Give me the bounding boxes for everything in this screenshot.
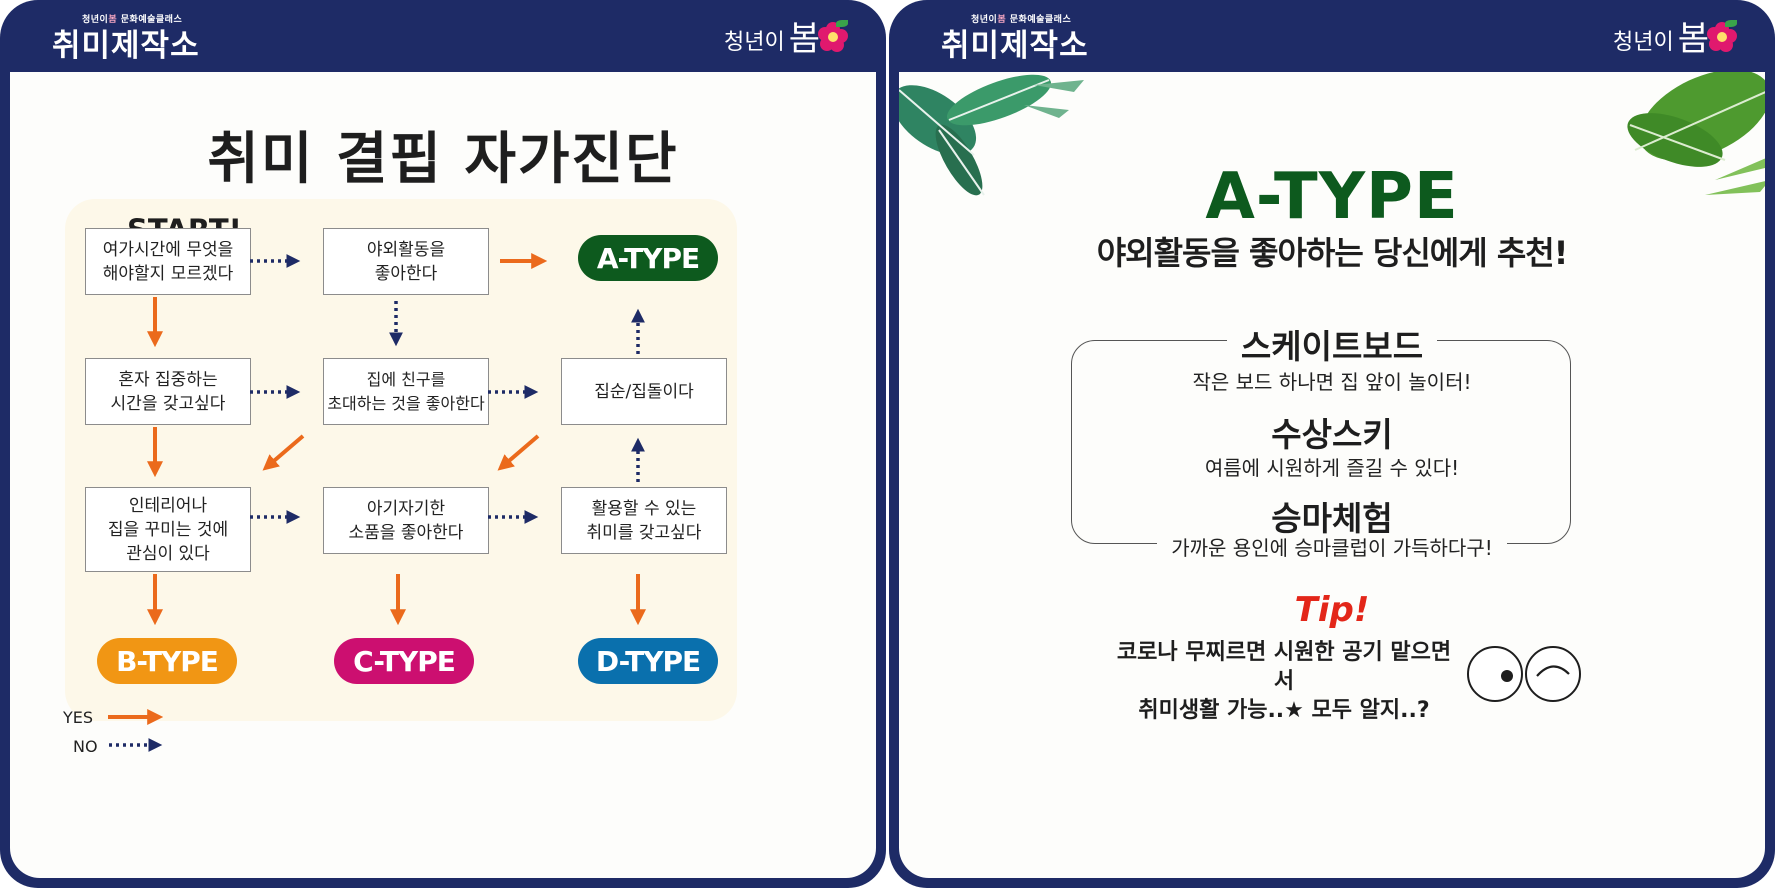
legend-yes-label: YES bbox=[63, 708, 94, 727]
a-type-badge: A-TYPE bbox=[578, 235, 718, 281]
flower-icon bbox=[818, 20, 848, 52]
question-outdoor: 야외활동을 좋아한다 bbox=[323, 228, 489, 295]
question-useful-hobby: 활용할 수 있는 취미를 갖고싶다 bbox=[561, 487, 727, 554]
question-homebody: 집순/집돌이다 bbox=[561, 358, 727, 425]
result-subtitle: 야외활동을 좋아하는 당신에게 추천! bbox=[1096, 234, 1569, 272]
flower-icon bbox=[1707, 20, 1737, 52]
yes-arrow bbox=[497, 434, 540, 471]
tropical-leaf-right-icon bbox=[1627, 72, 1765, 195]
b-type-badge: B-TYPE bbox=[97, 638, 237, 684]
brand-title: 취미제작소 bbox=[52, 28, 200, 64]
left-panel: 청년이봄 문화예술클래스 취미제작소 청년이 봄 취미 결핍 자가진단 STAR… bbox=[0, 0, 886, 888]
result-type-title: A-TYPE bbox=[1205, 160, 1459, 234]
c-type-badge: C-TYPE bbox=[334, 638, 474, 684]
legend-no-label: NO bbox=[73, 737, 98, 756]
tip-text: 코로나 무찌르면 시원한 공기 맡으면서 취미생활 가능..★ 모두 알지..? bbox=[1116, 640, 1452, 723]
tip-label: Tip! bbox=[1294, 590, 1370, 630]
d-type-badge: D-TYPE bbox=[578, 638, 718, 684]
question-alone-time: 혼자 집중하는 시간을 갖고싶다 bbox=[85, 358, 251, 425]
question-invite-friends: 집에 친구를 초대하는 것을 좋아한다 bbox=[323, 358, 489, 425]
flowchart-arrows bbox=[108, 253, 646, 752]
recommendation-desc: 작은 보드 하나면 집 앞이 놀이터! bbox=[1192, 370, 1472, 394]
left-content: 취미 결핍 자가진단 START! 여가시간에 무엇을 해야할지 모르겠다 야외… bbox=[10, 72, 876, 878]
brand-logo: 청년이 봄 bbox=[1613, 20, 1737, 56]
recommendation-name: 승마체험 bbox=[1271, 499, 1393, 538]
brand-tagline: 청년이봄 문화예술클래스 bbox=[971, 15, 1072, 25]
brand-title: 취미제작소 bbox=[941, 28, 1089, 64]
yes-arrow bbox=[262, 434, 305, 471]
question-interior: 인테리어나 집을 꾸미는 것에 관심이 있다 bbox=[85, 487, 251, 572]
tropical-leaf-left-icon bbox=[899, 74, 1084, 196]
question-small-items: 아기자기한 소품을 좋아한다 bbox=[323, 487, 489, 554]
page-title: 취미 결핍 자가진단 bbox=[207, 127, 679, 192]
recommendation-desc: 여름에 시원하게 즐길 수 있다! bbox=[1204, 456, 1460, 480]
brand-tagline: 청년이봄 문화예술클래스 bbox=[82, 15, 183, 25]
recommendation-desc: 가까운 용인에 승마클럽이 가득하다구! bbox=[899, 532, 1765, 561]
recommendation-name: 수상스키 bbox=[1271, 415, 1393, 454]
right-panel: 청년이봄 문화예술클래스 취미제작소 청년이 봄 bbox=[889, 0, 1775, 888]
recommendation-name: 스케이트보드 bbox=[899, 320, 1765, 368]
brand-logo: 청년이 봄 bbox=[724, 20, 848, 56]
right-content: A-TYPE 야외활동을 좋아하는 당신에게 추천! 스케이트보드 작은 보드 … bbox=[899, 72, 1765, 878]
